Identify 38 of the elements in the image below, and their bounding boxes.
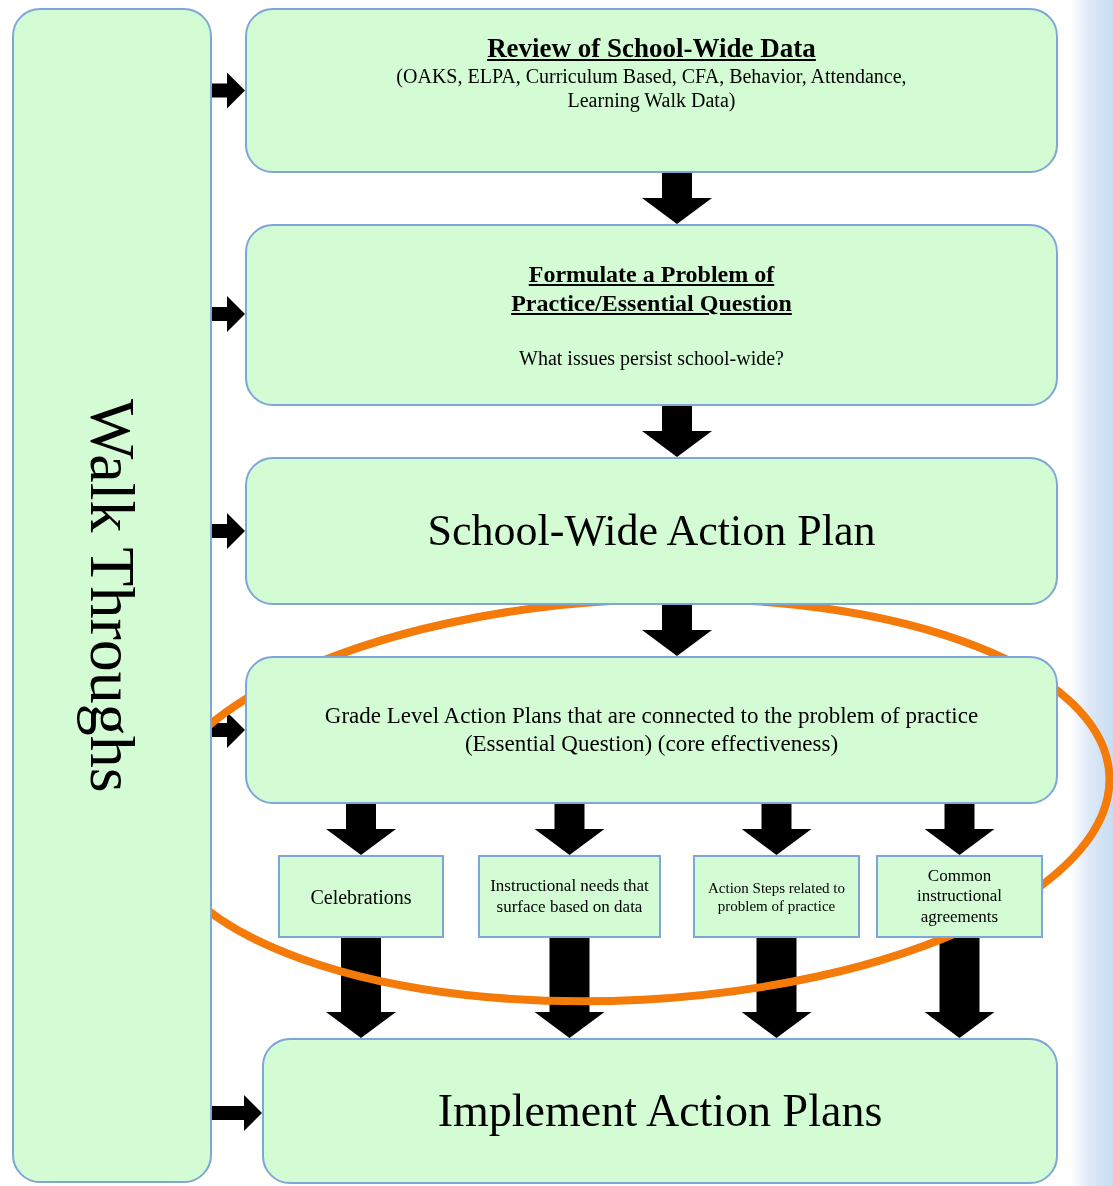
box-text: Implement Action Plans bbox=[437, 1084, 883, 1139]
box-text: School-Wide Action Plan bbox=[427, 504, 876, 557]
box-text: Action Steps related to problem of practice bbox=[706, 878, 847, 915]
process-box bbox=[478, 855, 661, 938]
arrow bbox=[212, 1095, 262, 1131]
process-box bbox=[245, 457, 1058, 605]
process-box bbox=[693, 855, 860, 938]
side-bar bbox=[12, 8, 212, 1183]
arrow bbox=[924, 938, 995, 1038]
arrow bbox=[212, 72, 245, 109]
vertical-title: Walk Throughs bbox=[76, 398, 150, 793]
arrow bbox=[741, 938, 812, 1038]
process-box bbox=[245, 8, 1058, 173]
arrow bbox=[212, 712, 245, 748]
arrow bbox=[212, 296, 245, 332]
arrow bbox=[212, 513, 245, 549]
box-text: Celebrations bbox=[310, 884, 412, 909]
process-box bbox=[245, 224, 1058, 406]
process-box bbox=[262, 1038, 1058, 1184]
box-text: Instructional needs that surface based on data bbox=[489, 876, 650, 917]
box-text: Common instructional agreements bbox=[916, 865, 1003, 928]
arrow bbox=[924, 804, 995, 855]
arrow bbox=[642, 605, 712, 656]
arrow bbox=[326, 804, 396, 855]
arrow bbox=[326, 938, 396, 1038]
arrow bbox=[534, 938, 605, 1038]
box-text: (OAKS, ELPA, Curriculum Based, CFA, Behavior, Attendance, Learning Walk Data) bbox=[395, 64, 908, 113]
arrow bbox=[741, 804, 812, 855]
process-box bbox=[245, 656, 1058, 804]
box-heading: Review of School-Wide Data bbox=[487, 32, 816, 65]
box-text: Grade Level Action Plans that are connected to the problem of practice (Essential Question) (core effectiveness) bbox=[323, 702, 980, 758]
box-heading: Formulate a Problem of Practice/Essential Question bbox=[510, 260, 793, 318]
arrow bbox=[642, 173, 712, 224]
arrow bbox=[642, 406, 712, 457]
process-box bbox=[876, 855, 1043, 938]
box-text: What issues persist school-wide? bbox=[519, 345, 784, 370]
process-box bbox=[278, 855, 444, 938]
arrow bbox=[534, 804, 605, 855]
